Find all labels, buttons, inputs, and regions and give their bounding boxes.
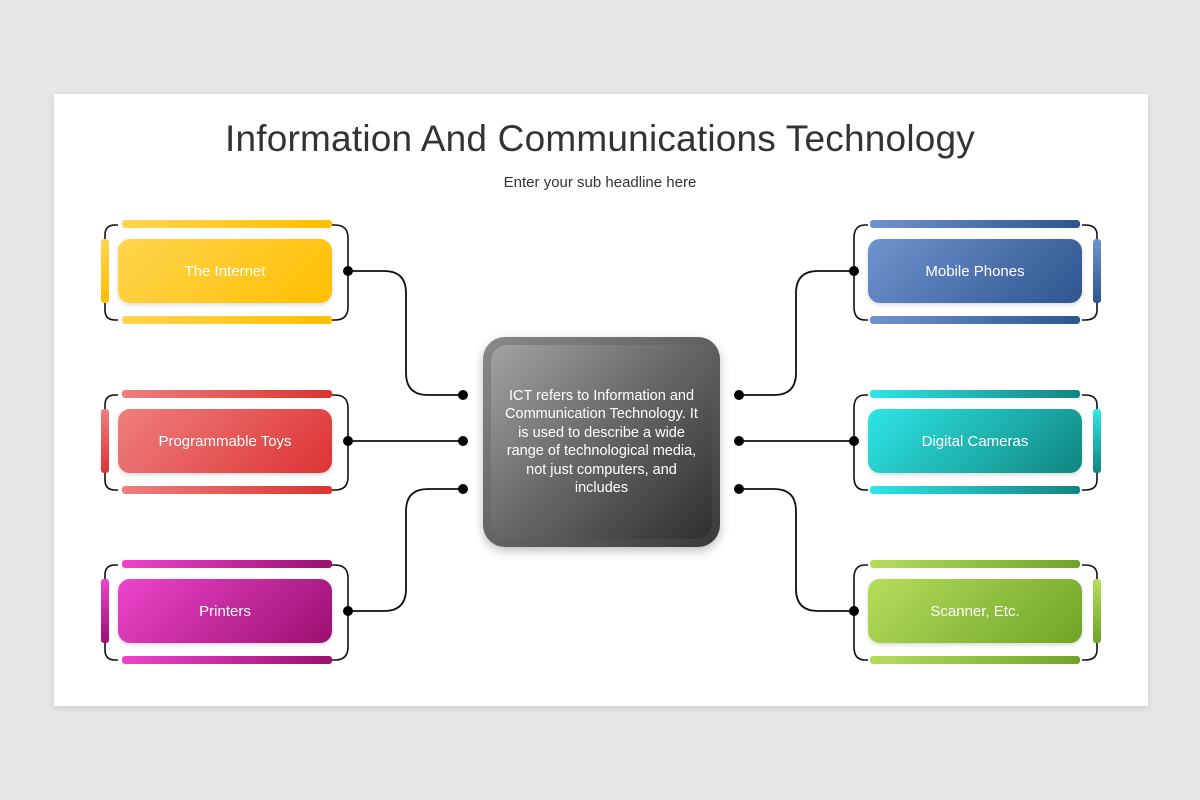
node-1-label: Programmable Toys (158, 432, 292, 450)
node-3-box: Mobile Phones (868, 239, 1082, 303)
node-0-label: The Internet (184, 262, 266, 280)
node-2-box: Printers (118, 579, 332, 643)
node-5-bottom-bar (870, 656, 1080, 664)
node-1-side-bar (101, 409, 109, 473)
node-4-top-bar (870, 390, 1080, 398)
node-2-top-bar (122, 560, 332, 568)
page-subtitle: Enter your sub headline here (503, 174, 697, 191)
center-box: ICT refers to Information and Communicat… (483, 337, 720, 547)
node-2-label: Printers (199, 602, 251, 620)
node-3-label: Mobile Phones (925, 262, 1025, 280)
node-1-top-bar (122, 390, 332, 398)
node-4-box: Digital Cameras (868, 409, 1082, 473)
node-1-box: Programmable Toys (118, 409, 332, 473)
node-3-bottom-bar (870, 316, 1080, 324)
node-5-top-bar (870, 560, 1080, 568)
node-2-side-bar (101, 579, 109, 643)
node-0-box: The Internet (118, 239, 332, 303)
node-4-label: Digital Cameras (921, 432, 1029, 450)
node-2-bottom-bar (122, 656, 332, 664)
node-4-bottom-bar (870, 486, 1080, 494)
center-text: ICT refers to Information and Communicat… (505, 387, 698, 497)
node-5-label: Scanner, Etc. (930, 602, 1020, 620)
node-1-bottom-bar (122, 486, 332, 494)
node-5-side-bar (1093, 579, 1101, 643)
node-3-side-bar (1093, 239, 1101, 303)
page-title: Information And Communications Technolog… (225, 118, 975, 159)
node-5-box: Scanner, Etc. (868, 579, 1082, 643)
node-0-bottom-bar (122, 316, 332, 324)
node-0-side-bar (101, 239, 109, 303)
center-box-inner: ICT refers to Information and Communicat… (491, 345, 712, 539)
node-3-top-bar (870, 220, 1080, 228)
node-0-top-bar (122, 220, 332, 228)
node-4-side-bar (1093, 409, 1101, 473)
